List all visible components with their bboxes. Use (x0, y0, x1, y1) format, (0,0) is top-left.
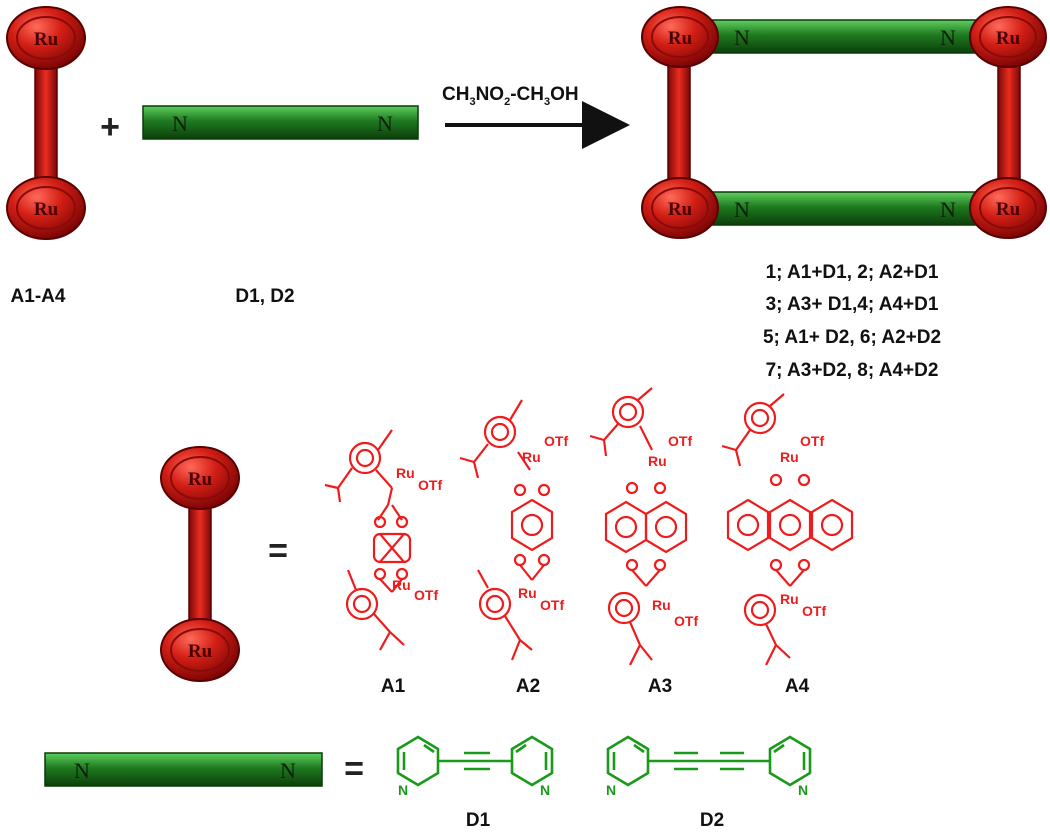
donor-atom-labels: N N N N (398, 782, 808, 798)
ru-atom: Ru (780, 591, 799, 607)
n-label: N (940, 25, 956, 50)
ru-atom: Ru (396, 465, 415, 481)
ru-label: Ru (34, 199, 59, 220)
donor-label-d2: D2 (700, 810, 724, 831)
ru-node: Ru (6, 6, 86, 70)
otf-group: OTf (544, 433, 568, 449)
acceptor-structure-a4 (721, 393, 854, 666)
acceptor-atom-labels: Ru OTf Ru OTf Ru OTf Ru OTf Ru OTf Ru OT… (392, 433, 826, 629)
ru-atom: Ru (522, 449, 541, 465)
ru-label: Ru (188, 469, 213, 490)
plus-sign: + (100, 108, 120, 146)
acceptor-label-a2: A2 (516, 676, 540, 697)
donor-bar-symbol: N N (142, 105, 419, 140)
donors-label: D1, D2 (235, 286, 294, 307)
donor-legend-symbol: N N (44, 752, 323, 787)
acceptor-structure-a1 (324, 429, 412, 651)
acceptor-label-a1: A1 (381, 676, 406, 697)
ru-atom: Ru (518, 585, 537, 601)
ru-label: Ru (668, 199, 693, 220)
donor-label-d1: D1 (466, 810, 491, 831)
ru-node: Ru (6, 176, 86, 240)
acceptor-label-a4: A4 (785, 676, 810, 697)
reaction-conditions: CH3NO2-CH3OH (442, 84, 579, 108)
n-atom: N (798, 782, 808, 798)
otf-group: OTf (668, 433, 692, 449)
otf-group: OTf (800, 433, 824, 449)
n-label: N (172, 111, 188, 136)
acceptor-clip-symbol: Ru Ru (6, 6, 86, 240)
ru-atom: Ru (780, 449, 799, 465)
reaction-arrow: CH3NO2-CH3OH (442, 84, 630, 149)
donor-structure-d1 (396, 735, 554, 787)
product-line: 3; A3+ D1,4; A4+D1 (766, 294, 939, 315)
equals-sign: = (268, 532, 288, 570)
product-line: 5; A1+ D2, 6; A2+D2 (763, 327, 941, 348)
n-label: N (377, 111, 393, 136)
ru-node: Ru (969, 6, 1047, 68)
otf-group: OTf (414, 587, 438, 603)
ru-atom: Ru (652, 597, 671, 613)
acceptor-structure-a3 (589, 387, 688, 666)
otf-group: OTf (802, 603, 826, 619)
ru-node: Ru (160, 618, 240, 682)
acceptor-structure-a2 (459, 399, 554, 661)
n-atom: N (398, 782, 408, 798)
product-list: 1; A1+D1, 2; A2+D1 3; A3+ D1,4; A4+D1 5;… (763, 262, 941, 381)
acceptors-label: A1-A4 (11, 286, 66, 307)
ru-node: Ru (969, 177, 1047, 239)
product-line: 1; A1+D1, 2; A2+D1 (766, 262, 939, 283)
ru-label: Ru (668, 28, 693, 49)
ru-node: Ru (160, 446, 240, 510)
acceptor-legend-symbol: Ru Ru (160, 446, 240, 682)
ru-label: Ru (996, 28, 1021, 49)
metallacycle-rectangle: N N N N Ru Ru Ru Ru (641, 6, 1047, 239)
otf-group: OTf (418, 477, 442, 493)
n-label: N (940, 197, 956, 222)
n-label: N (734, 25, 750, 50)
n-label: N (734, 197, 750, 222)
ru-label: Ru (188, 641, 213, 662)
equals-sign: = (344, 750, 364, 788)
n-atom: N (540, 782, 550, 798)
ru-label: Ru (996, 199, 1021, 220)
ru-atom: Ru (648, 453, 667, 469)
donor-structure-d2 (606, 735, 812, 787)
otf-group: OTf (674, 613, 698, 629)
n-label: N (74, 758, 90, 783)
n-atom: N (606, 782, 616, 798)
ru-node: Ru (641, 177, 719, 239)
ru-atom: Ru (392, 577, 411, 593)
n-label: N (280, 758, 296, 783)
acceptor-label-a3: A3 (648, 676, 672, 697)
product-line: 7; A3+D2, 8; A4+D2 (766, 360, 939, 381)
otf-group: OTf (540, 597, 564, 613)
ru-label: Ru (34, 29, 59, 50)
ru-node: Ru (641, 6, 719, 68)
